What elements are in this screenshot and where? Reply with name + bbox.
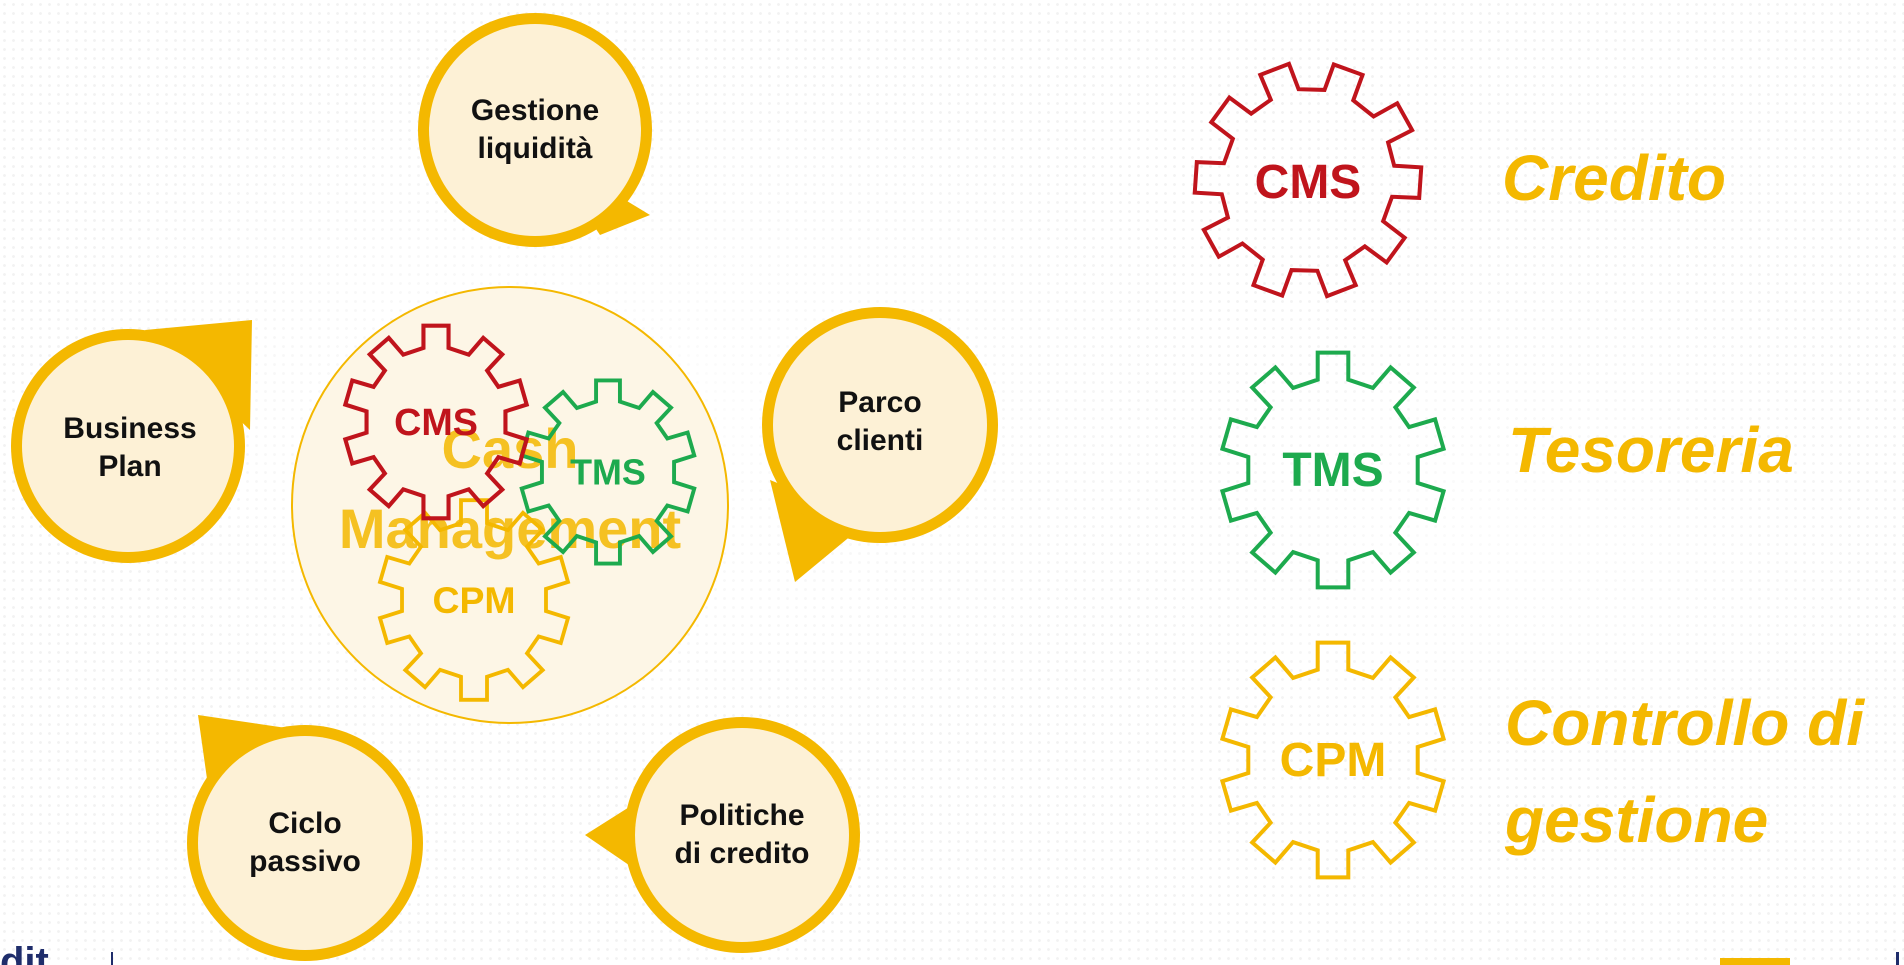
legend-cpm: CPM Controllo di gestione	[1220, 640, 1865, 880]
gear-label: CMS	[394, 401, 478, 443]
bubble-circle-inner	[198, 736, 412, 950]
legend-label-line1: Controllo di	[1505, 687, 1865, 759]
gear-label: TMS	[570, 452, 646, 492]
legend-gear-code: CPM	[1280, 734, 1387, 787]
bubble-label-line1: Gestione	[471, 94, 599, 127]
legend-tms: TMS Tesoreria	[1220, 350, 1794, 590]
bubble-label-line1: Politiche	[679, 799, 804, 832]
legend-cms: CMS Credito	[1161, 29, 1726, 331]
bubble-gestione-liquidita: Gestione liquidità	[418, 13, 652, 247]
footer-right-edge	[1896, 952, 1899, 965]
legend-label-line2: gestione	[1504, 784, 1768, 856]
bubble-circle-inner	[635, 728, 849, 942]
bubble-circle-inner	[429, 24, 641, 236]
bubble-circle-inner	[773, 318, 987, 532]
center-gear-cms: CMS	[345, 326, 526, 519]
bubble-label-line2: liquidità	[478, 132, 593, 165]
center-gear-tms: TMS	[519, 378, 697, 566]
bubble-label-line1: Ciclo	[268, 807, 341, 840]
bubble-label-line2: di credito	[674, 837, 809, 870]
bubble-business-plan: Business Plan	[11, 320, 252, 563]
bubble-label-line2: Plan	[98, 450, 161, 483]
gear-label: CPM	[432, 579, 515, 621]
legend-label: Credito	[1502, 142, 1726, 214]
bubble-label-line2: passivo	[249, 845, 361, 878]
center-gear-cpm: CPM	[378, 498, 570, 702]
legend-gear-code: CMS	[1255, 156, 1362, 209]
center-cash-management: Cash Management CPM TMS CMS	[291, 286, 729, 724]
legend-gear-code: TMS	[1282, 444, 1383, 497]
footer-right-mark	[1720, 958, 1790, 965]
bubble-label-line2: clienti	[837, 424, 924, 457]
bubble-politiche-di-credito: Politiche di credito	[585, 717, 860, 953]
legend-label: Tesoreria	[1508, 414, 1794, 486]
bubble-parco-clienti: Parco clienti	[762, 307, 998, 582]
bubble-circle-inner	[22, 340, 234, 552]
bubble-label-line1: Business	[63, 412, 196, 445]
footer-logo-fragment: dit	[0, 940, 49, 965]
bubble-label-line1: Parco	[838, 386, 921, 419]
bubble-ciclo-passivo: Ciclo passivo	[187, 715, 423, 961]
